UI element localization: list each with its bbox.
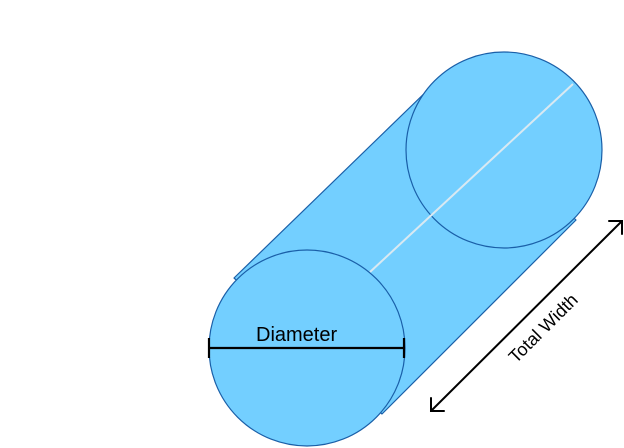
back-end-circle	[405, 51, 603, 249]
total-width-label: Total Width	[505, 290, 582, 367]
total-width-arrowhead-start	[430, 397, 445, 412]
diameter-dimension	[207, 338, 406, 358]
diameter-label: Diameter	[256, 324, 337, 346]
total-width-arrow-line	[430, 220, 623, 412]
total-width-arrowhead-end	[608, 220, 623, 235]
axis-line	[369, 83, 574, 273]
total-width-dimension	[430, 220, 623, 412]
